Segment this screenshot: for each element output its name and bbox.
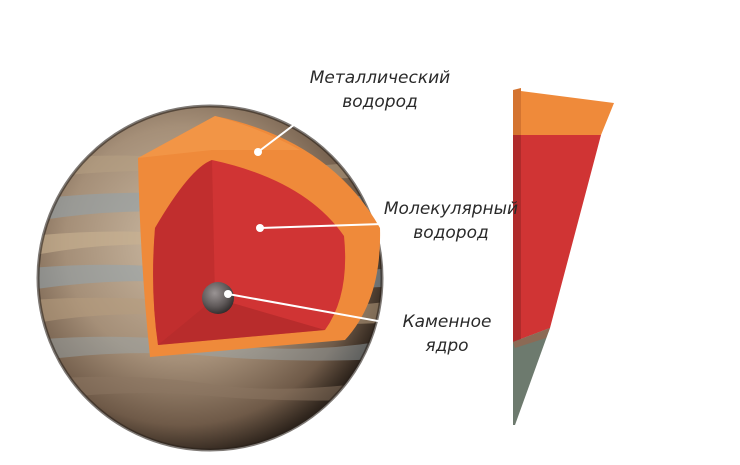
strip-metallic-segment [513, 90, 614, 135]
label-metallic-hydrogen-line1: Металлический [309, 68, 451, 88]
label-molecular-hydrogen-line2: водород [413, 223, 489, 243]
label-molecular-hydrogen: Молекулярный водород [376, 197, 526, 245]
label-metallic-hydrogen-line2: водород [342, 92, 418, 112]
leader-core [227, 293, 401, 326]
label-molecular-hydrogen-line1: Молекулярный [383, 199, 519, 219]
label-rocky-core-line1: Каменное [402, 312, 492, 332]
rocky-core [202, 282, 234, 314]
cutaway-wedge [138, 116, 381, 357]
strip-core-segment [513, 328, 550, 425]
strip-molecular-segment [513, 135, 601, 342]
label-metallic-hydrogen: Металлический водород [305, 66, 455, 114]
dot-molecular [256, 224, 264, 232]
leader-metallic [257, 89, 341, 153]
leader-lines [224, 89, 401, 326]
label-rocky-core-line2: ядро [425, 336, 469, 356]
dot-metallic [254, 148, 262, 156]
cross-section-strip [513, 88, 614, 425]
leader-molecular [259, 223, 383, 229]
label-rocky-core: Каменное ядро [392, 310, 502, 358]
dot-core [224, 290, 232, 298]
